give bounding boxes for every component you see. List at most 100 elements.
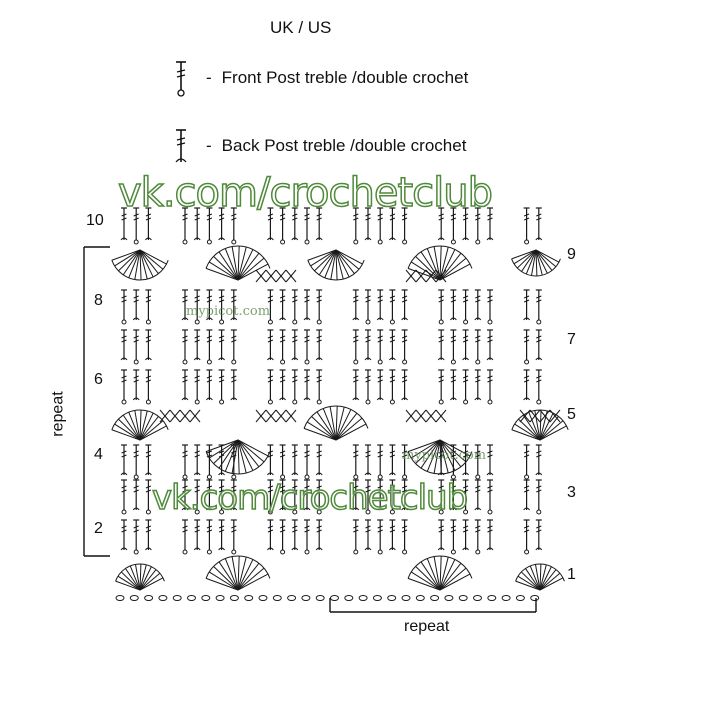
stitch	[433, 246, 441, 281]
stitch	[237, 556, 240, 591]
stitch	[111, 409, 169, 430]
stitch	[218, 485, 225, 489]
stitch	[304, 489, 310, 493]
row-number: 3	[567, 484, 576, 501]
stitch	[536, 213, 542, 217]
stitch	[410, 439, 441, 459]
stitch	[304, 450, 310, 454]
stitch	[194, 319, 200, 325]
stitch	[407, 577, 441, 591]
stitch	[206, 485, 213, 489]
stitch	[206, 450, 213, 454]
stitch	[280, 549, 286, 555]
stitch	[267, 335, 274, 339]
stitch	[330, 249, 337, 280]
stitch	[473, 595, 482, 601]
stitch	[194, 213, 200, 217]
stitch	[430, 595, 440, 601]
stitch	[182, 454, 188, 458]
stitch	[438, 454, 444, 458]
stitch	[237, 556, 247, 591]
stitch	[525, 249, 537, 275]
stitch	[139, 249, 142, 280]
stitch	[121, 399, 127, 405]
stitch	[292, 217, 298, 221]
stitch	[353, 474, 359, 480]
stitch	[206, 474, 212, 480]
row-number: 1	[567, 566, 576, 583]
stitch	[237, 246, 247, 281]
stitch	[438, 525, 444, 529]
stitch	[181, 507, 189, 511]
stitch	[364, 472, 372, 476]
stitch	[365, 213, 371, 217]
stitch	[267, 399, 273, 405]
stitch	[145, 299, 152, 303]
stitch	[267, 375, 274, 379]
stitch	[437, 547, 445, 551]
stitch	[206, 213, 213, 217]
stitch	[237, 249, 254, 281]
stitch	[121, 295, 127, 299]
stitch	[420, 561, 441, 591]
stitch	[438, 509, 444, 515]
stitch	[377, 485, 383, 489]
stitch	[145, 454, 152, 458]
stitch	[389, 339, 396, 343]
stitch	[279, 485, 286, 489]
stitch	[365, 525, 371, 529]
stitch	[475, 489, 481, 493]
stitch	[450, 507, 457, 511]
stitch	[438, 379, 444, 383]
stitch	[111, 429, 141, 441]
stitch	[475, 454, 481, 458]
stitch	[231, 489, 237, 493]
stitch	[133, 379, 139, 383]
stitch	[292, 454, 298, 458]
stitch	[377, 239, 383, 245]
stitch	[475, 485, 481, 489]
stitch	[267, 525, 274, 529]
stitch	[237, 562, 260, 591]
stitch	[292, 450, 298, 454]
stitch	[229, 595, 239, 601]
stitch	[182, 213, 188, 217]
stitch	[439, 439, 449, 474]
stitch	[335, 417, 363, 441]
stitch	[145, 375, 152, 379]
stitch	[352, 317, 360, 321]
stitch	[438, 299, 444, 303]
stitch	[376, 317, 384, 321]
stitch	[523, 299, 530, 303]
stitch	[132, 507, 140, 511]
stitch	[462, 339, 469, 343]
stitch	[213, 439, 239, 464]
stitch	[438, 213, 444, 217]
stitch	[194, 379, 200, 383]
stitch	[335, 249, 355, 274]
stitch	[267, 454, 274, 458]
legend-row-back-post: - Back Post treble /double crochet	[170, 126, 466, 166]
stitch	[121, 375, 127, 379]
stitch	[486, 357, 494, 361]
stitch	[193, 547, 201, 551]
stitch	[275, 269, 287, 283]
stitch	[515, 563, 565, 582]
stitch	[514, 423, 541, 441]
stitch	[304, 525, 310, 529]
stitch	[372, 595, 382, 601]
stitch	[145, 547, 152, 551]
stitch	[450, 239, 456, 245]
stitch	[407, 439, 441, 453]
stitch	[377, 295, 383, 299]
stitch	[218, 213, 225, 217]
stitch	[218, 379, 225, 383]
stitch	[267, 509, 273, 515]
stitch	[139, 425, 167, 441]
stitch	[121, 454, 127, 458]
stitch	[450, 549, 456, 555]
stitch	[237, 439, 247, 474]
stitch	[501, 595, 511, 601]
stitch	[487, 485, 493, 489]
stitch	[230, 317, 238, 321]
